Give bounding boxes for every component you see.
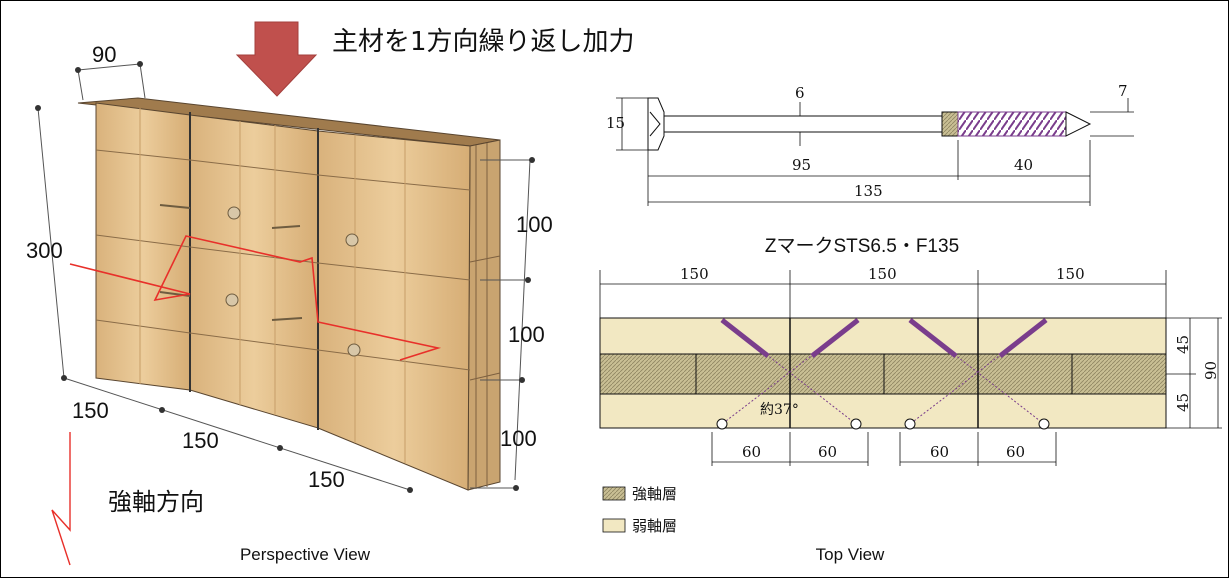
top-dim-spacing-2: 60 [818, 443, 837, 461]
dim-width-label-2: 150 [182, 428, 219, 453]
dim-layer-label-3: 100 [500, 426, 537, 451]
screw-dimensions [616, 97, 1134, 206]
top-dim-span-2: 150 [868, 265, 897, 283]
strong-axis-label: 強軸方向 [108, 488, 204, 516]
dim-layer-label-2: 100 [508, 322, 545, 347]
top-dim-span-3: 150 [1056, 265, 1085, 283]
legend-swatch-weak [602, 518, 626, 533]
strong-axis-arrow [51, 432, 71, 566]
dim-width-label-3: 150 [308, 467, 345, 492]
angle-label: 約37° [760, 402, 799, 418]
top-dim-spacing-3: 60 [930, 443, 949, 461]
top-dim-total-thickness: 90 [1202, 361, 1220, 380]
top-view-spacing-dims [711, 432, 1057, 466]
screw-dim-thread-len: 40 [1014, 156, 1033, 174]
crossing-screws [716, 318, 1050, 430]
top-view-section [599, 317, 1167, 429]
top-view-caption: Top View [816, 545, 885, 564]
screw-dim-total: 135 [854, 182, 883, 200]
perspective-dimensions [37, 63, 532, 491]
clt-block-3d [69, 97, 501, 491]
screw-dim-shank-dia: 6 [795, 84, 805, 102]
screw-drawing [647, 97, 1092, 151]
dim-width-label-1: 150 [72, 398, 109, 423]
top-dim-span-1: 150 [680, 265, 709, 283]
load-arrow [235, 21, 318, 97]
perspective-dim-dots [35, 61, 535, 493]
dim-thickness-label: 90 [92, 42, 116, 67]
top-view-thickness-dims [1166, 317, 1222, 429]
top-dim-layer-2: 45 [1174, 393, 1192, 412]
load-caption: 主材を1方向繰り返し加力 [332, 27, 635, 57]
top-view-title: ZマークSTS6.5・F135 [765, 235, 959, 257]
screw-dim-shank-len: 95 [792, 156, 811, 174]
screw-dim-thread-dia: 7 [1118, 82, 1128, 100]
screw-dim-head: 15 [606, 114, 625, 132]
dim-height-label: 300 [26, 238, 63, 263]
perspective-caption: Perspective View [240, 545, 371, 564]
top-dim-layer-1: 45 [1174, 335, 1192, 354]
legend-label-strong: 強軸層 [632, 485, 677, 503]
legend-swatch-strong [602, 486, 626, 501]
dim-layer-label-1: 100 [516, 212, 553, 237]
legend-label-weak: 弱軸層 [632, 517, 677, 535]
top-view-span-dims [599, 270, 1167, 318]
top-dim-spacing-1: 60 [742, 443, 761, 461]
legend: 強軸層 弱軸層 [602, 485, 677, 535]
crack-line [69, 235, 442, 361]
top-dim-spacing-4: 60 [1006, 443, 1025, 461]
